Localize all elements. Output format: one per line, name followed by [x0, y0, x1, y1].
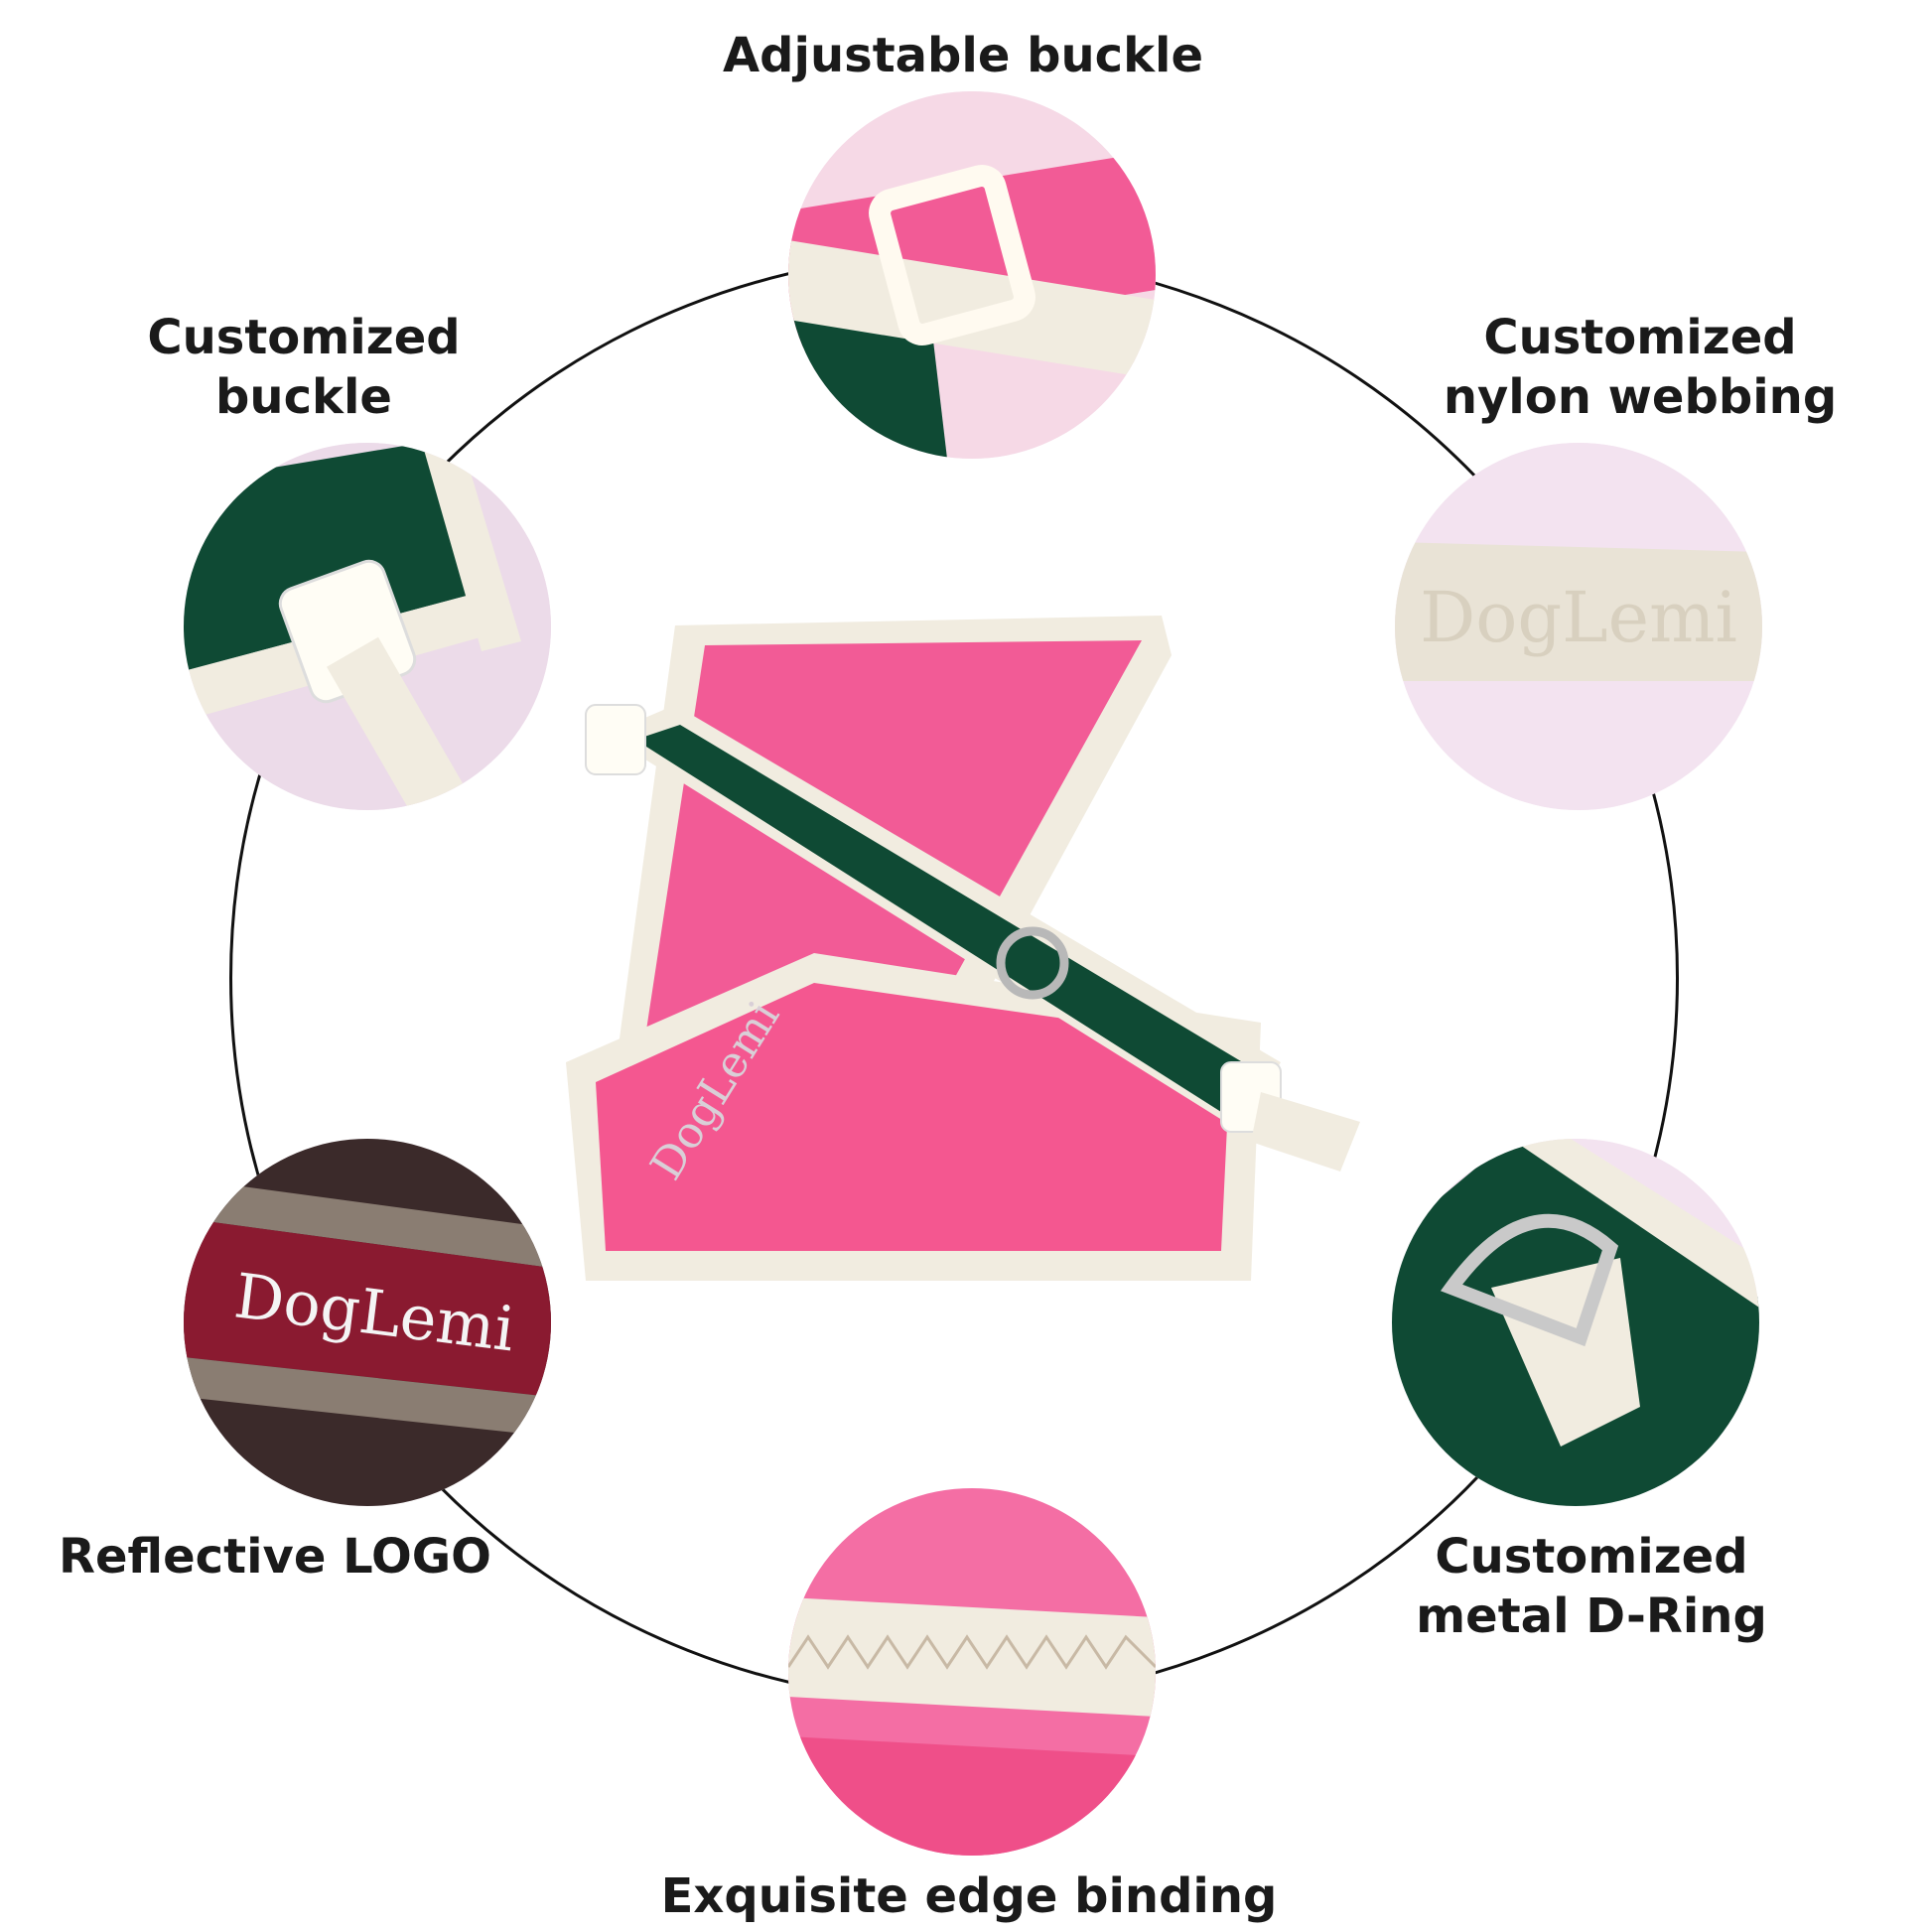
label-line: Exquisite edge binding [660, 1868, 1278, 1924]
detail-nylon-webbing-image: DogLemi [1395, 443, 1762, 810]
label-line: Customized [147, 310, 461, 365]
label-line: Reflective LOGO [59, 1529, 491, 1585]
label-line: Customized [1435, 1529, 1748, 1585]
harness-product-image: DogLemi [566, 586, 1420, 1301]
detail-edge-binding-image [788, 1488, 1156, 1856]
detail-reflective-logo-image: DogLemi [184, 1139, 551, 1506]
detail-d-ring-image [1392, 1139, 1759, 1506]
detail-adjustable-buckle-image [788, 91, 1156, 459]
label-line: nylon webbing [1443, 369, 1838, 425]
label-reflective-logo: Reflective LOGO [59, 1527, 491, 1587]
detail-customized-buckle-image [184, 443, 551, 810]
label-line: Customized [1483, 310, 1797, 365]
webbing-logo-watermark: DogLemi [1420, 577, 1737, 658]
label-line: metal D-Ring [1416, 1588, 1767, 1644]
label-edge-binding: Exquisite edge binding [661, 1866, 1278, 1926]
label-adjustable-buckle: Adjustable buckle [723, 26, 1203, 85]
label-line: buckle [215, 369, 392, 425]
label-line: Adjustable buckle [722, 28, 1204, 83]
